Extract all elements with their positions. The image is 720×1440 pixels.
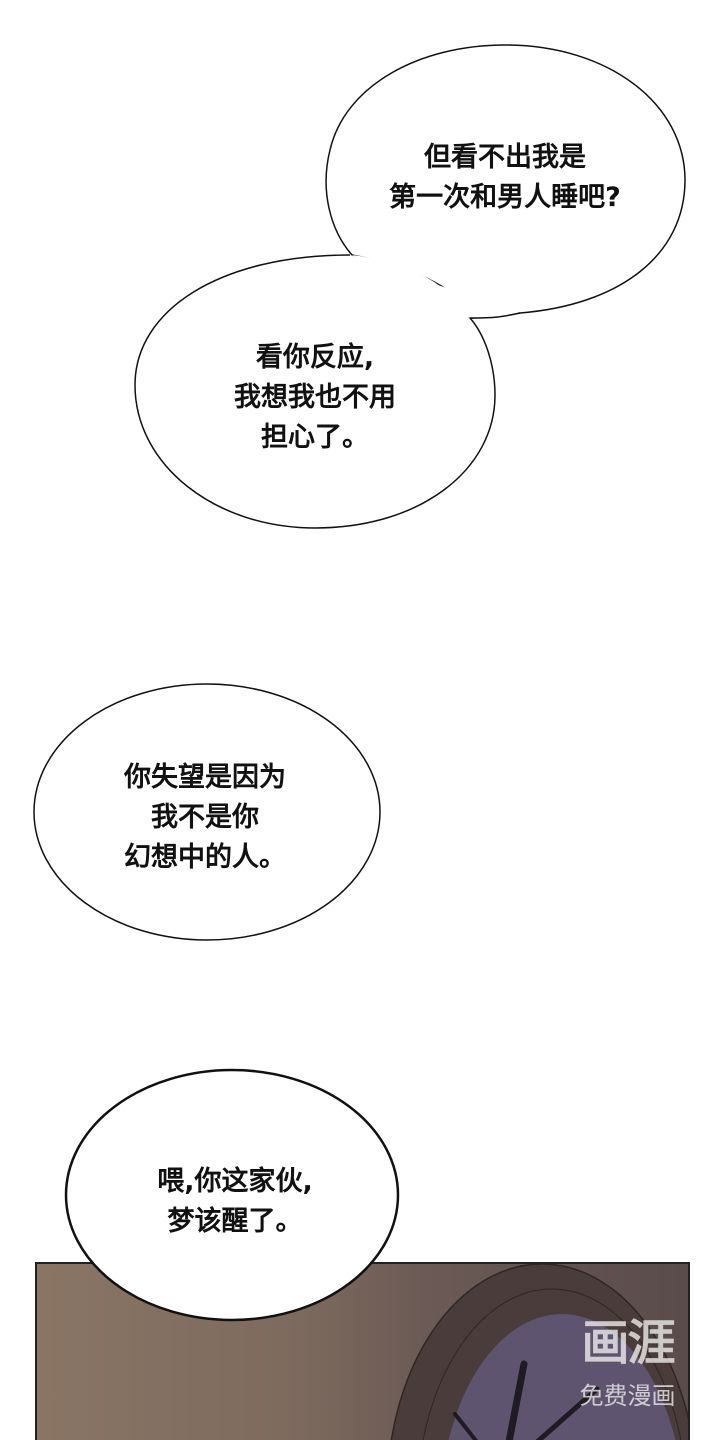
watermark-logo: 画涯 bbox=[581, 1315, 675, 1371]
bubble-3-text: 你失望是因为 我不是你 幻想中的人。 bbox=[124, 762, 286, 873]
comic-panel-clock bbox=[35, 1262, 690, 1440]
speech-bubble-4 bbox=[64, 1068, 400, 1322]
watermark-tagline: 免费漫画 bbox=[579, 1382, 676, 1410]
bubble-1-text: 但看不出我是 第一次和男人睡吧? bbox=[389, 142, 621, 213]
bubble-2-text: 看你反应, 我想我也不用 担心了。 bbox=[234, 342, 396, 453]
speech-bubble-2 bbox=[134, 254, 521, 529]
clock-illustration bbox=[390, 1264, 688, 1440]
bubble-4-text: 喂,你这家伙, 梦该醒了。 bbox=[157, 1166, 313, 1237]
speech-bubble-3 bbox=[33, 683, 381, 941]
